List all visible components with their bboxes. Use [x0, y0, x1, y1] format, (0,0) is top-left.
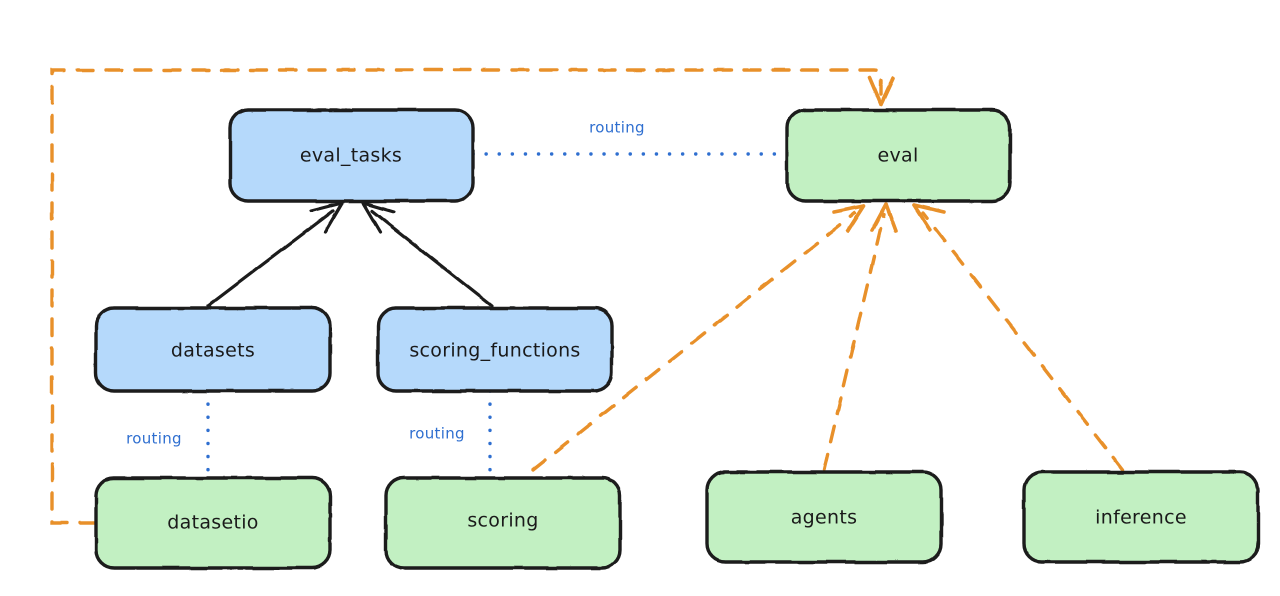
node-agents-shape [705, 470, 943, 564]
node-inference-shape [1022, 470, 1260, 564]
node-eval-tasks-shape [228, 108, 475, 203]
node-agents-label: agents [791, 507, 858, 529]
node-agents[interactable]: agents [705, 470, 943, 564]
node-eval-tasks[interactable]: eval_tasks [228, 108, 475, 203]
node-datasets-shape [94, 306, 332, 393]
node-inference[interactable]: inference [1022, 470, 1260, 564]
node-datasetio[interactable]: datasetio [94, 476, 332, 570]
node-datasetio-label: datasetio [167, 512, 258, 534]
edge-label-routing-datasetio: routing [126, 430, 182, 448]
node-eval[interactable]: eval [785, 108, 1012, 203]
edge-datasetio-to-eval [50, 68, 895, 525]
edge-scoring-to-eval [531, 204, 866, 472]
node-eval-shape [785, 108, 1012, 203]
edge-inference-to-eval [912, 203, 1125, 472]
edge-datasets-to-eval-tasks [206, 201, 344, 308]
node-datasets-label: datasets [171, 340, 255, 362]
edge-label-routing-eval: routing [589, 119, 645, 137]
node-datasets[interactable]: datasets [94, 306, 332, 393]
node-eval-label: eval [877, 145, 918, 167]
node-scoring[interactable]: scoring [384, 476, 622, 570]
node-scoring-functions-label: scoring_functions [409, 340, 580, 362]
node-scoring-label: scoring [467, 510, 538, 532]
node-inference-label: inference [1095, 507, 1187, 529]
node-eval-tasks-label: eval_tasks [300, 145, 402, 167]
node-scoring-shape [384, 476, 622, 570]
node-scoring-functions[interactable]: scoring_functions [376, 306, 614, 393]
edge-agents-to-eval [822, 202, 898, 472]
edge-label-routing-scoring: routing [409, 425, 465, 443]
node-scoring-functions-shape [376, 306, 614, 393]
edge-scoring-functions-to-eval-tasks [361, 201, 494, 308]
node-datasetio-shape [94, 476, 332, 570]
